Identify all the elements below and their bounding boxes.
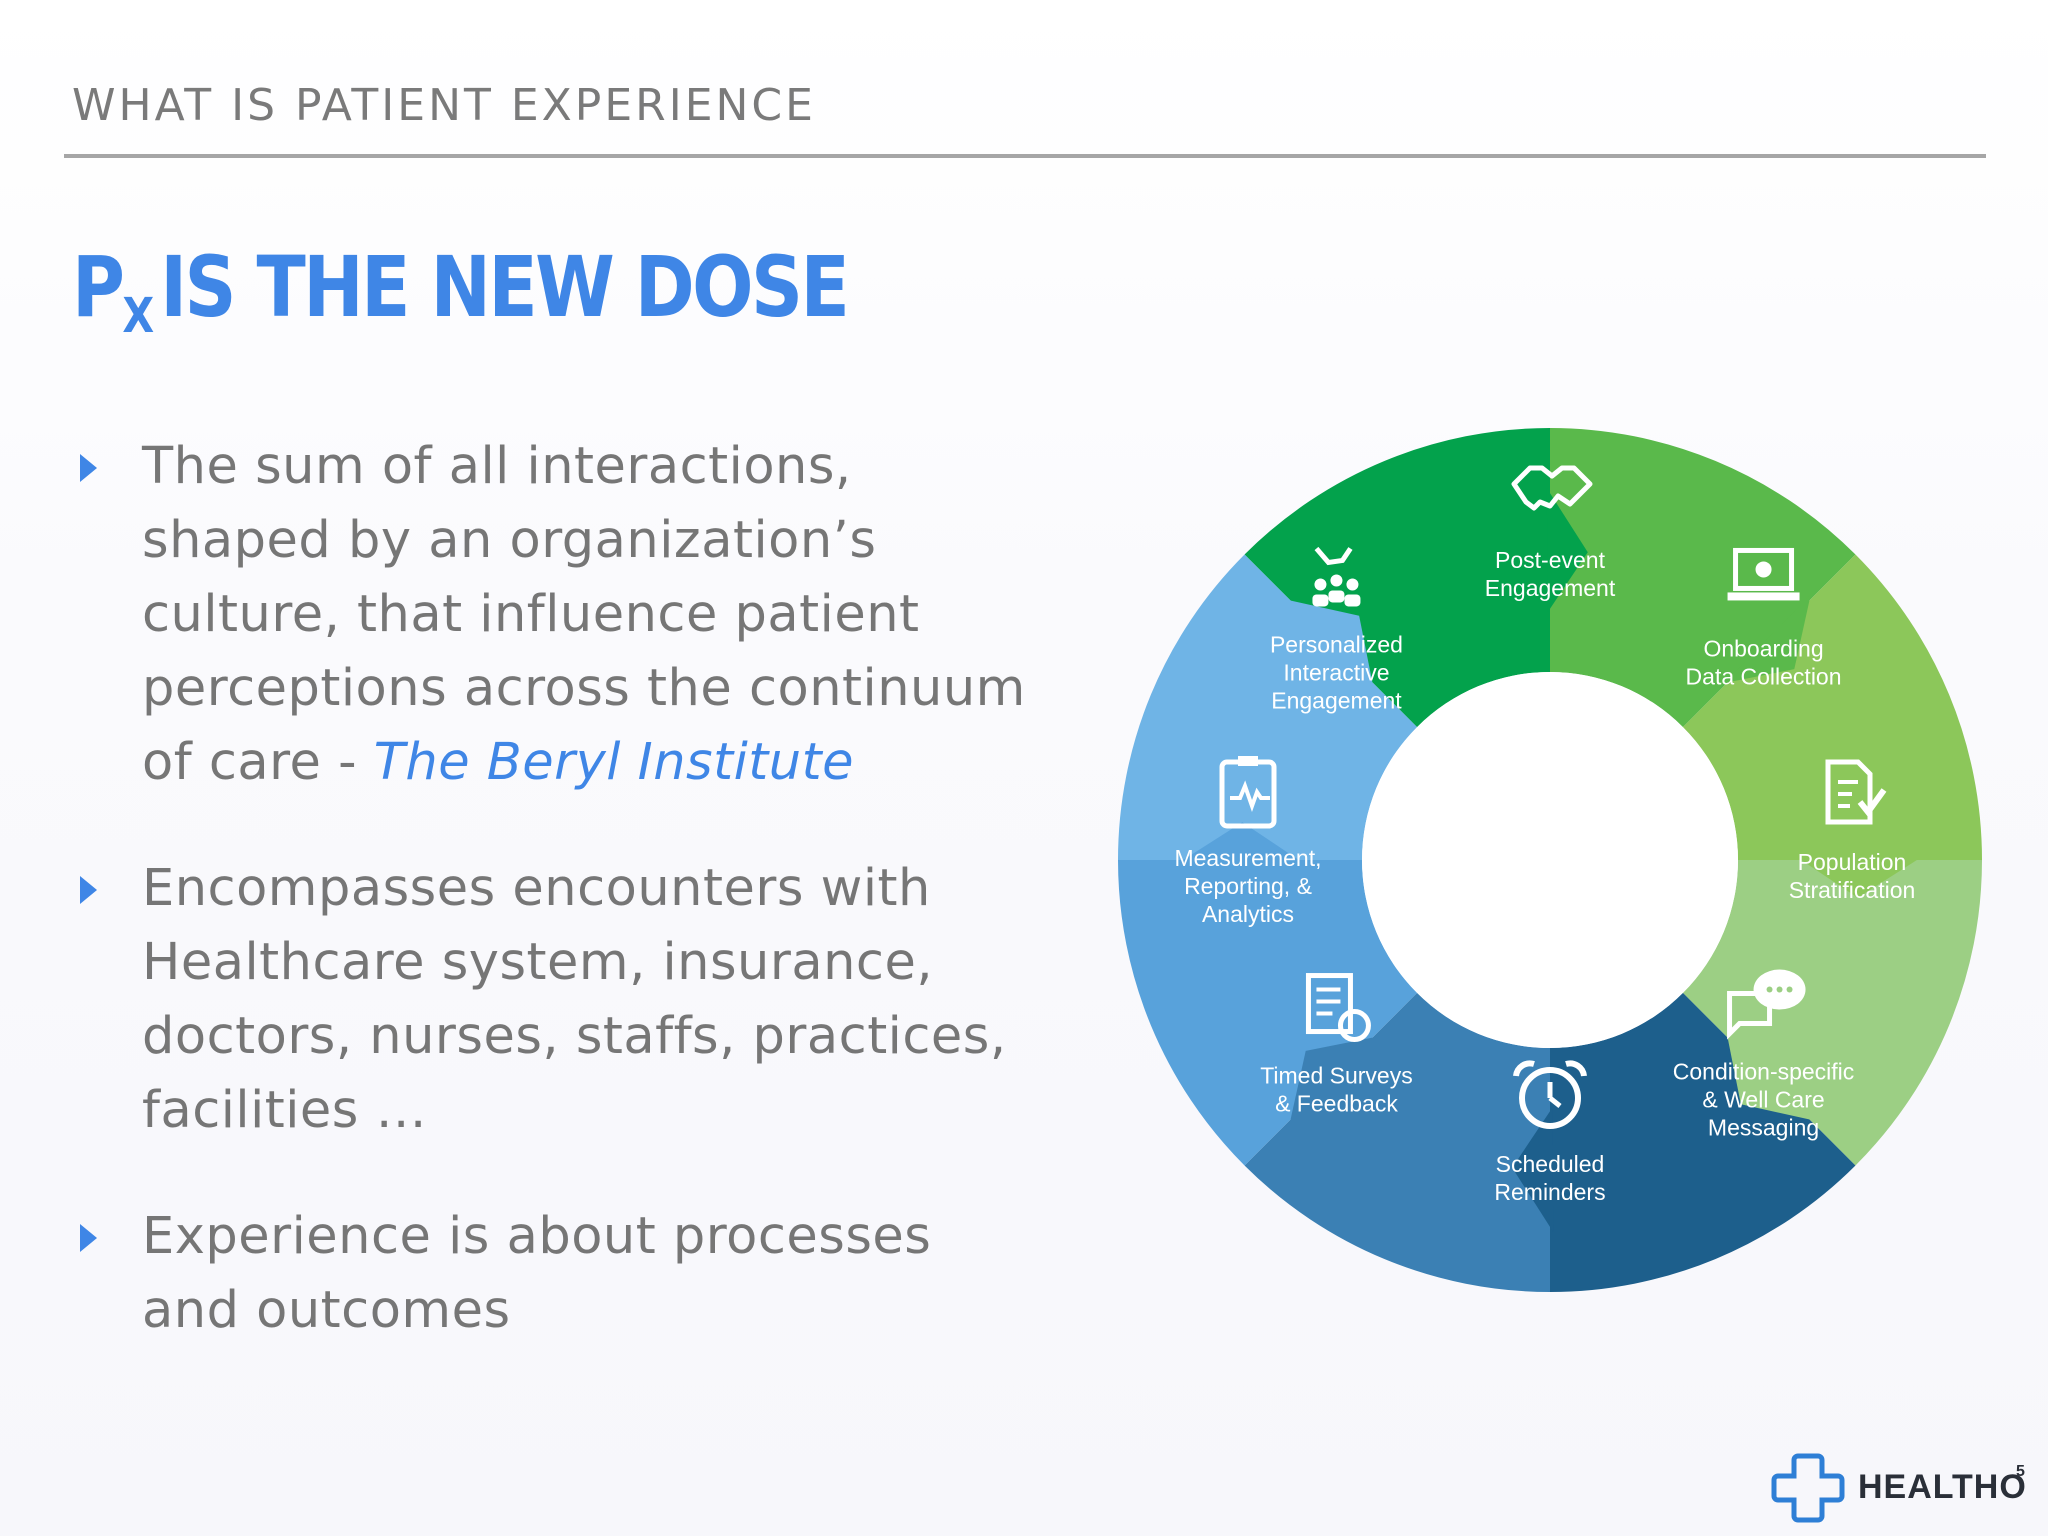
hand-people-icon xyxy=(1312,546,1361,607)
handshake-icon xyxy=(1511,465,1593,511)
clipboard-pulse-icon xyxy=(1219,756,1277,829)
bullet-text: Experience is about processes and outcom… xyxy=(142,1207,932,1340)
laptop-gear-icon xyxy=(1727,547,1800,601)
section-title: WHAT IS PATIENT EXPERIENCE xyxy=(72,80,816,131)
brand-name: HEALTHO xyxy=(1858,1468,2027,1506)
bullet-item: Encompasses encounters with Healthcare s… xyxy=(72,852,1032,1148)
heading-letter-p: P xyxy=(72,238,125,336)
heading-text: IS THE NEW DOSE xyxy=(160,238,850,336)
brand-superscript: 5 xyxy=(2016,1463,2025,1480)
bullet-list: The sum of all interactions, shaped by a… xyxy=(72,430,1032,1400)
ring-pointer xyxy=(1797,856,1922,898)
cross-logo-icon xyxy=(1771,1453,1845,1523)
segment-label: Measurement,Reporting, &Analytics xyxy=(1174,845,1321,927)
bullet-arrow-icon xyxy=(80,454,97,482)
header-divider xyxy=(64,154,1986,158)
bullet-arrow-icon xyxy=(80,876,97,904)
bullet-arrow-icon xyxy=(80,1224,97,1252)
chat-bubbles-icon xyxy=(1727,969,1806,1040)
ring-pointer xyxy=(1178,822,1303,864)
ring-pointer xyxy=(1512,1107,1554,1232)
citation-link[interactable]: The Beryl Institute xyxy=(373,733,854,792)
bullet-text: The sum of all interactions, shaped by a… xyxy=(142,437,1026,792)
ring-center xyxy=(1362,672,1738,1048)
ring-segment xyxy=(1682,554,1982,860)
ring-icons xyxy=(1219,465,1887,1129)
bullet-text: Encompasses encounters with Healthcare s… xyxy=(142,859,1007,1140)
ring-pointer xyxy=(1546,488,1588,613)
alarm-clock-icon xyxy=(1513,1060,1587,1129)
heading-subscript: X xyxy=(122,288,154,344)
ring-segment xyxy=(1118,554,1418,860)
ring-segment xyxy=(1550,428,1856,728)
segment-label: Timed Surveys& Feedback xyxy=(1260,1063,1413,1117)
survey-timer-icon xyxy=(1305,973,1371,1043)
document-check-icon xyxy=(1825,759,1887,825)
ring-segment xyxy=(1682,860,1982,1166)
ring-segment xyxy=(1550,992,1856,1292)
bullet-item: The sum of all interactions, shaped by a… xyxy=(72,430,1032,800)
ring-segment xyxy=(1244,992,1550,1292)
bullet-item: Experience is about processes and outcom… xyxy=(72,1200,1032,1348)
ring-segment xyxy=(1118,860,1418,1166)
ring-segment xyxy=(1244,428,1550,728)
ring-segments xyxy=(1118,428,1982,1292)
